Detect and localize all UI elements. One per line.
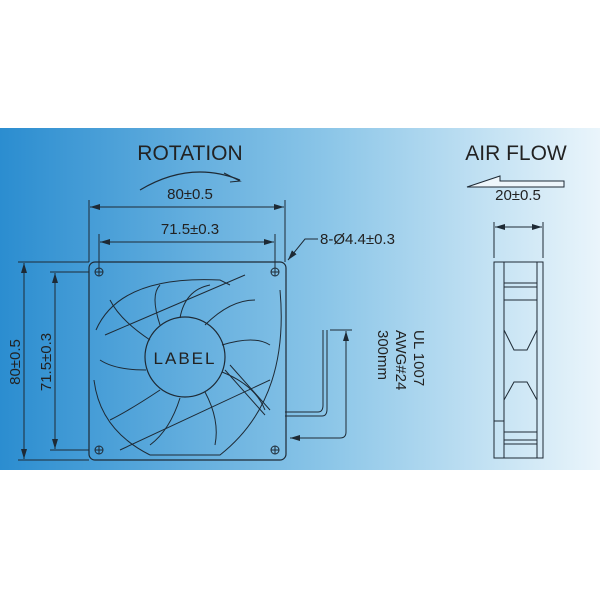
hub-label: LABEL [154, 349, 217, 368]
rotation-arrow-icon [139, 171, 241, 191]
airflow-title: AIR FLOW [465, 142, 567, 165]
fan-front-view: LABEL [88, 261, 287, 461]
width-hole-label: 71.5±0.3 [161, 221, 219, 238]
wire-spec-line: AWG#24 [392, 330, 409, 390]
depth-label: 20±0.5 [495, 187, 541, 204]
airflow-arrow-icon [466, 175, 565, 188]
holes-label: 8-Ø4.4±0.3 [320, 231, 395, 248]
wire-spec-line: 300mm [374, 330, 391, 380]
wire-spec-line: UL 1007 [410, 330, 427, 386]
wire-channel [224, 364, 271, 416]
background-band [0, 128, 600, 470]
wire-length-dimension [290, 331, 349, 441]
fan-side-view [493, 261, 544, 459]
height-outer-label: 80±0.5 [7, 339, 24, 385]
holes-leader [287, 238, 318, 261]
hub [144, 316, 226, 398]
height-hole-label: 71.5±0.3 [38, 333, 55, 391]
rotation-arrowhead [223, 172, 242, 183]
fan-blades [99, 284, 271, 446]
wire-spec: UL 1007 AWG#24 300mm [374, 330, 427, 390]
width-outer-label: 80±0.5 [167, 186, 213, 203]
rotation-title: ROTATION [137, 142, 242, 165]
